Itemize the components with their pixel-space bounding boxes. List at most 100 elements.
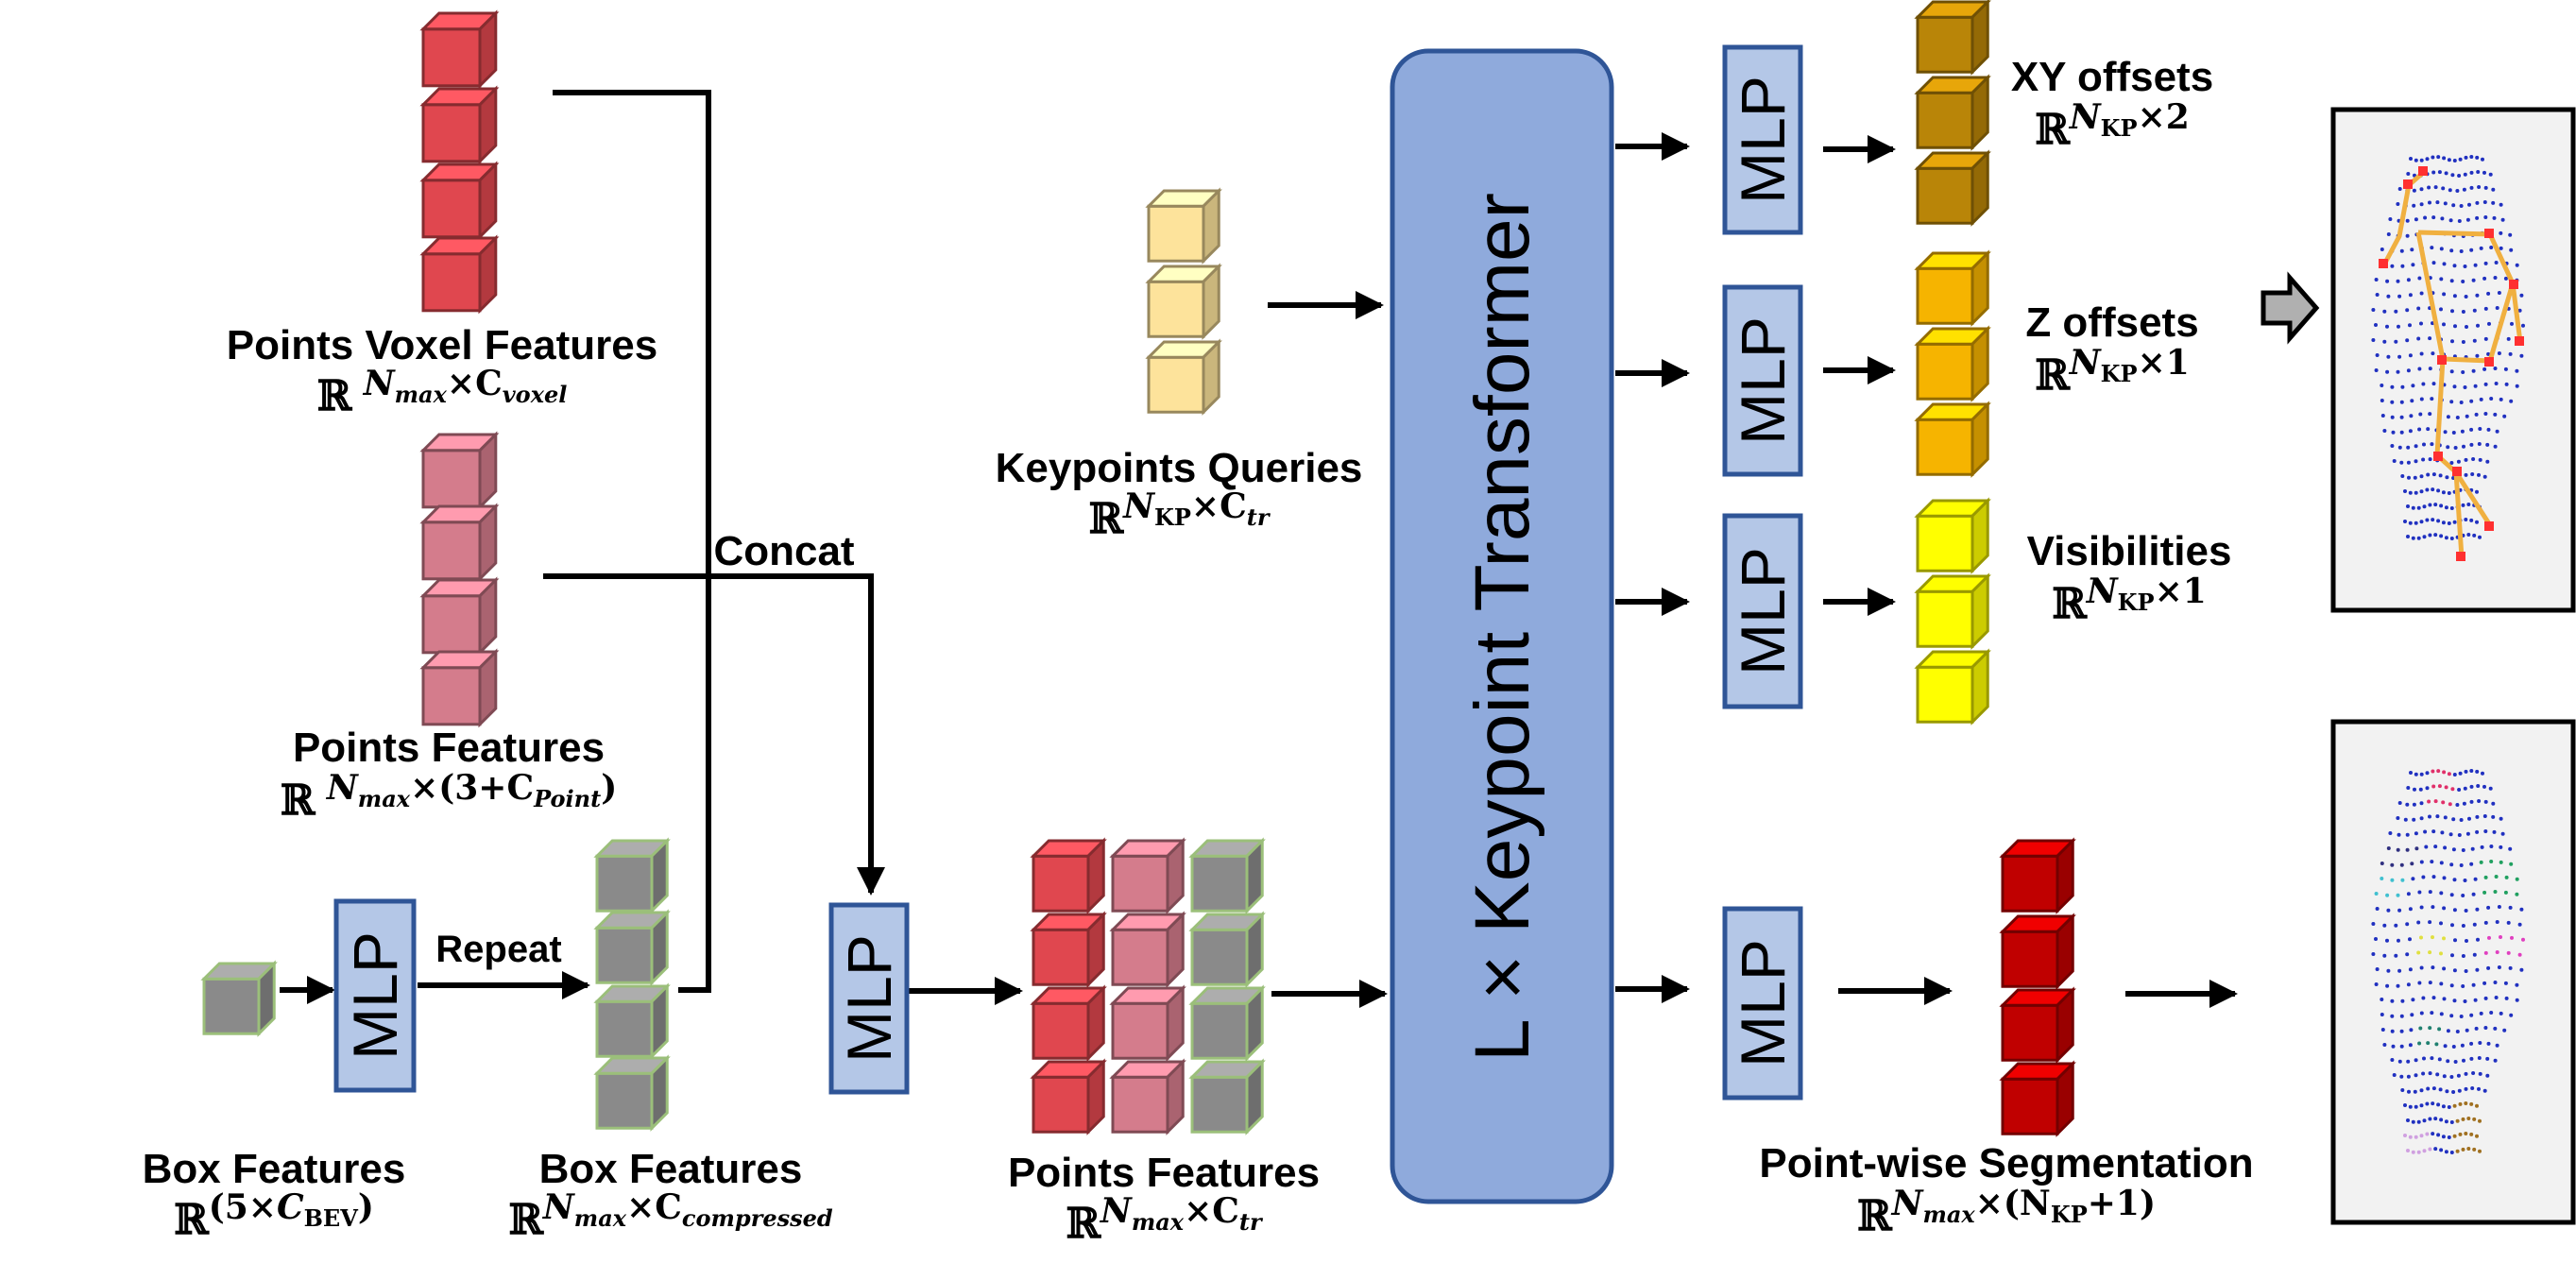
mlp-xy-box: MLP	[1722, 44, 1803, 235]
cloud-point	[2469, 185, 2474, 190]
cloud-point	[2386, 232, 2391, 236]
cloud-point	[2521, 937, 2525, 942]
z-offsets-label: Z offsets	[2025, 299, 2198, 346]
mlp-box-label: MLP	[340, 931, 410, 1060]
cloud-point	[2435, 814, 2440, 819]
pose-joints	[2379, 166, 2524, 561]
cloud-point	[2464, 518, 2468, 521]
cloud-point	[2508, 965, 2513, 970]
cloud-point	[2428, 367, 2432, 371]
cloud-point	[2396, 983, 2400, 988]
cloud-point	[2469, 399, 2474, 403]
cloud-point	[2449, 1014, 2454, 1018]
point-feature-cube	[419, 648, 500, 728]
cloud-point	[2466, 1147, 2471, 1151]
cloud-point	[2436, 488, 2441, 493]
cloud-point	[2515, 368, 2519, 373]
cloud-point	[2510, 935, 2514, 940]
cloud-point	[2452, 968, 2457, 973]
cloud-point	[2491, 200, 2496, 205]
cloud-point	[2406, 1118, 2410, 1122]
cloud-point	[2494, 996, 2499, 999]
cloud-point	[2439, 503, 2444, 508]
cloud-point	[2414, 1058, 2418, 1063]
cloud-point	[2416, 536, 2421, 540]
cloud-point	[2445, 1089, 2449, 1094]
cloud-point	[2397, 1059, 2402, 1064]
cloud-point	[2464, 295, 2468, 299]
cloud-point	[2489, 860, 2494, 863]
cloud-point	[2475, 200, 2480, 205]
cloud-point	[2442, 292, 2447, 297]
cloud-point	[2422, 504, 2427, 509]
cloud-point	[2394, 923, 2398, 928]
cloud-point	[2449, 537, 2454, 540]
cloud-point	[2409, 414, 2414, 418]
cloud-point	[2419, 1011, 2424, 1015]
cloud-point	[2478, 1149, 2482, 1153]
cloud-point	[2411, 536, 2415, 540]
cloud-point	[2499, 935, 2502, 939]
cloud-point	[2483, 799, 2488, 804]
cloud-point	[2414, 521, 2418, 525]
cloud-point	[2419, 474, 2424, 479]
cloud-point	[2419, 772, 2424, 777]
cloud-point	[2508, 232, 2513, 237]
cloud-point	[2422, 535, 2427, 539]
cloud-point	[2509, 399, 2514, 403]
cloud-point	[2406, 892, 2411, 896]
cloud-point	[2515, 998, 2519, 1002]
cloud-point	[2431, 170, 2436, 175]
cloud-point	[2483, 412, 2488, 416]
cloud-point	[2418, 787, 2423, 792]
cloud-point	[2486, 427, 2491, 432]
cloud-point	[2499, 246, 2503, 250]
cloud-point	[2396, 847, 2400, 852]
cloud-point	[2451, 847, 2456, 852]
cloud-point	[2495, 950, 2499, 954]
cloud-point	[2447, 521, 2451, 525]
cloud-point	[2406, 982, 2411, 987]
cloud-point	[2475, 1134, 2479, 1138]
cloud-point	[2493, 276, 2498, 280]
cloud-point	[2413, 1089, 2417, 1094]
cloud-point	[2391, 1044, 2396, 1049]
cloud-point	[2403, 1134, 2407, 1137]
cloud-point	[2462, 187, 2466, 192]
cloud-point	[2436, 769, 2441, 774]
cloud-point	[2452, 998, 2457, 1003]
cloud-point	[2472, 338, 2477, 343]
cloud-point	[2406, 172, 2411, 176]
cloud-point	[2442, 876, 2447, 880]
cloud-point	[2417, 276, 2422, 281]
cloud-point	[2443, 1044, 2448, 1049]
cloud-point	[2455, 189, 2460, 193]
cloud-point	[2475, 520, 2479, 524]
cloud-point	[2494, 875, 2499, 879]
cloud-point	[2421, 875, 2426, 879]
keypoint-query-cube	[1145, 187, 1222, 265]
cloud-point	[2449, 506, 2454, 510]
cloud-point	[2412, 188, 2416, 193]
cloud-point	[2470, 1086, 2475, 1090]
cloud-point	[2478, 427, 2482, 431]
cloud-point	[2408, 490, 2413, 495]
cloud-point	[2479, 860, 2483, 864]
cloud-point	[2405, 952, 2410, 957]
cloud-point	[2385, 369, 2390, 374]
cloud-point	[2515, 263, 2519, 267]
combined-point-cube	[1109, 1058, 1186, 1135]
cloud-point	[2483, 261, 2488, 265]
cloud-point	[2479, 1011, 2483, 1015]
cloud-point	[2467, 816, 2471, 821]
cloud-point	[2414, 158, 2418, 162]
cloud-point	[2448, 802, 2452, 807]
cloud-point	[2504, 875, 2509, 879]
cloud-point	[2397, 801, 2402, 805]
cloud-point	[2491, 187, 2496, 192]
cloud-point	[2431, 769, 2435, 774]
cloud-point	[2447, 1135, 2451, 1139]
cloud-point	[2421, 996, 2426, 1000]
cloud-point	[2449, 1151, 2454, 1154]
cloud-point	[2417, 1041, 2422, 1046]
